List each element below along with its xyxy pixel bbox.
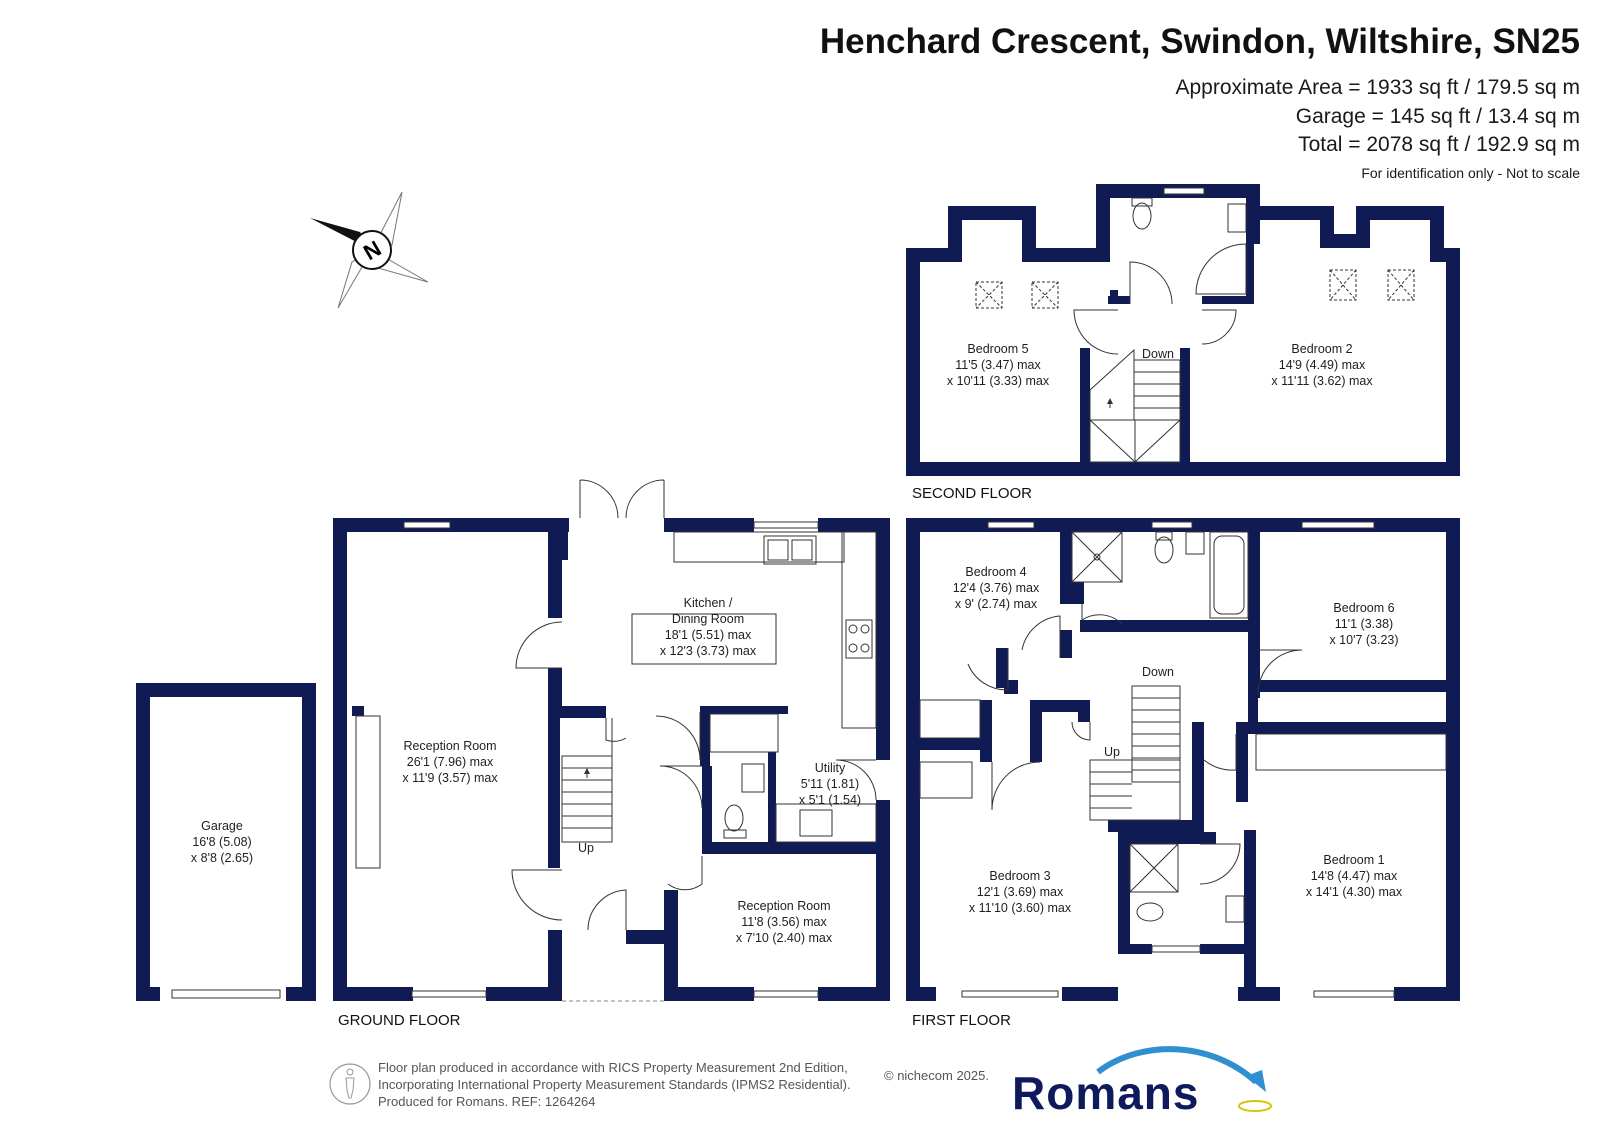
utility-dim1: 5'11 (1.81) — [801, 777, 859, 791]
copyright: © nichecom 2025. — [884, 1068, 989, 1083]
room-label-reception-large: Reception Room 26'1 (7.96) max x 11'9 (3… — [402, 739, 498, 785]
room-label-bedroom6: Bedroom 6 11'1 (3.38) x 10'7 (3.23) — [1329, 601, 1398, 647]
approx-area: Approximate Area = 1933 sq ft / 179.5 sq… — [1175, 76, 1581, 99]
compass-icon: N — [310, 191, 429, 309]
ground-floor-label: GROUND FLOOR — [338, 1012, 461, 1029]
footer-line2: Incorporating International Property Mea… — [378, 1077, 851, 1092]
bedroom6-name: Bedroom 6 — [1333, 601, 1394, 615]
room-label-bedroom1: Bedroom 1 14'8 (4.47) max x 14'1 (4.30) … — [1306, 853, 1403, 899]
first-floor-windows — [961, 521, 1395, 998]
second-floor-walls — [906, 184, 1460, 476]
first-floor-fixtures — [919, 531, 1447, 923]
bedroom1-name: Bedroom 1 — [1323, 853, 1384, 867]
bedroom5-dim1: 11'5 (3.47) max — [955, 358, 1041, 372]
room-label-bedroom3: Bedroom 3 12'1 (3.69) max x 11'10 (3.60)… — [969, 869, 1072, 915]
ground-floor-doors — [511, 479, 877, 931]
address-title: Henchard Crescent, Swindon, Wiltshire, S… — [819, 22, 1580, 61]
reception-small-dim1: 11'8 (3.56) max — [741, 915, 827, 929]
brand-swoosh-icon — [1096, 1046, 1272, 1112]
ground-stairs-up-label: Up — [578, 841, 594, 855]
first-stairs-up-label: Up — [1104, 745, 1120, 759]
kitchen-name: Kitchen / — [684, 596, 733, 610]
bedroom6-dim1: 11'1 (3.38) — [1335, 617, 1393, 631]
bedroom1-dim2: x 14'1 (4.30) max — [1306, 885, 1403, 899]
room-label-garage: Garage 16'8 (5.08) x 8'8 (2.65) — [191, 819, 253, 865]
bedroom5-name: Bedroom 5 — [967, 342, 1028, 356]
ground-floor-walls — [333, 518, 890, 1001]
reception-large-dim1: 26'1 (7.96) max — [407, 755, 494, 769]
second-floor-label: SECOND FLOOR — [912, 485, 1032, 502]
bedroom3-dim1: 12'1 (3.69) max — [977, 885, 1064, 899]
garage-name: Garage — [201, 819, 243, 833]
bedroom5-dim2: x 10'11 (3.33) max — [947, 374, 1050, 388]
bedroom2-dim2: x 11'11 (3.62) max — [1271, 374, 1373, 388]
room-label-reception-small: Reception Room 11'8 (3.56) max x 7'10 (2… — [736, 899, 833, 945]
ground-floor-windows — [403, 521, 819, 1002]
second-floor-fixtures — [975, 197, 1415, 463]
kitchen-dim1: 18'1 (5.51) max — [665, 628, 752, 642]
second-stairs-down-label: Down — [1142, 347, 1174, 361]
second-floor-doors — [1073, 261, 1237, 355]
brand-logo: Romans — [1012, 1067, 1200, 1119]
footer-line3: Produced for Romans. REF: 1264264 — [378, 1094, 596, 1109]
bedroom3-dim2: x 11'10 (3.60) max — [969, 901, 1072, 915]
bedroom6-dim2: x 10'7 (3.23) — [1329, 633, 1398, 647]
bedroom2-name: Bedroom 2 — [1291, 342, 1352, 356]
ground-floor-fixtures — [355, 531, 877, 869]
bedroom3-name: Bedroom 3 — [989, 869, 1050, 883]
kitchen-dim2: x 12'3 (3.73) max — [660, 644, 757, 658]
bedroom1-dim1: 14'8 (4.47) max — [1311, 869, 1398, 883]
room-label-kitchen: Kitchen / Dining Room 18'1 (5.51) max x … — [631, 596, 777, 665]
total-area: Total = 2078 sq ft / 192.9 sq m — [1298, 133, 1580, 156]
garage-block — [136, 683, 316, 1001]
garage-dim2: x 8'8 (2.65) — [191, 851, 253, 865]
bedroom4-dim2: x 9' (2.74) max — [955, 597, 1038, 611]
bedroom4-name: Bedroom 4 — [965, 565, 1026, 579]
reception-small-name: Reception Room — [737, 899, 830, 913]
second-floor-windows — [1163, 187, 1205, 195]
kitchen-name2: Dining Room — [672, 612, 744, 626]
person-icon — [329, 1063, 371, 1105]
room-label-bedroom4: Bedroom 4 12'4 (3.76) max x 9' (2.74) ma… — [953, 565, 1040, 611]
utility-dim2: x 5'1 (1.54) — [799, 793, 861, 807]
room-label-bedroom5: Bedroom 5 11'5 (3.47) max x 10'11 (3.33)… — [947, 342, 1050, 388]
room-label-bedroom2: Bedroom 2 14'9 (4.49) max x 11'11 (3.62)… — [1271, 342, 1373, 388]
utility-name: Utility — [815, 761, 846, 775]
bedroom4-dim1: 12'4 (3.76) max — [953, 581, 1040, 595]
room-label-utility: Utility 5'11 (1.81) x 5'1 (1.54) — [799, 761, 861, 807]
footer-line1: Floor plan produced in accordance with R… — [378, 1060, 848, 1075]
first-floor-doors — [967, 604, 1303, 885]
bedroom2-dim1: 14'9 (4.49) max — [1279, 358, 1366, 372]
first-floor-label: FIRST FLOOR — [912, 1012, 1011, 1029]
disclaimer: For identification only - Not to scale — [1361, 165, 1580, 181]
reception-small-dim2: x 7'10 (2.40) max — [736, 931, 833, 945]
garage-area: Garage = 145 sq ft / 13.4 sq m — [1295, 105, 1580, 128]
garage-dim1: 16'8 (5.08) — [192, 835, 251, 849]
reception-large-name: Reception Room — [403, 739, 496, 753]
reception-large-dim2: x 11'9 (3.57) max — [402, 771, 498, 785]
first-stairs-down-label: Down — [1142, 665, 1174, 679]
